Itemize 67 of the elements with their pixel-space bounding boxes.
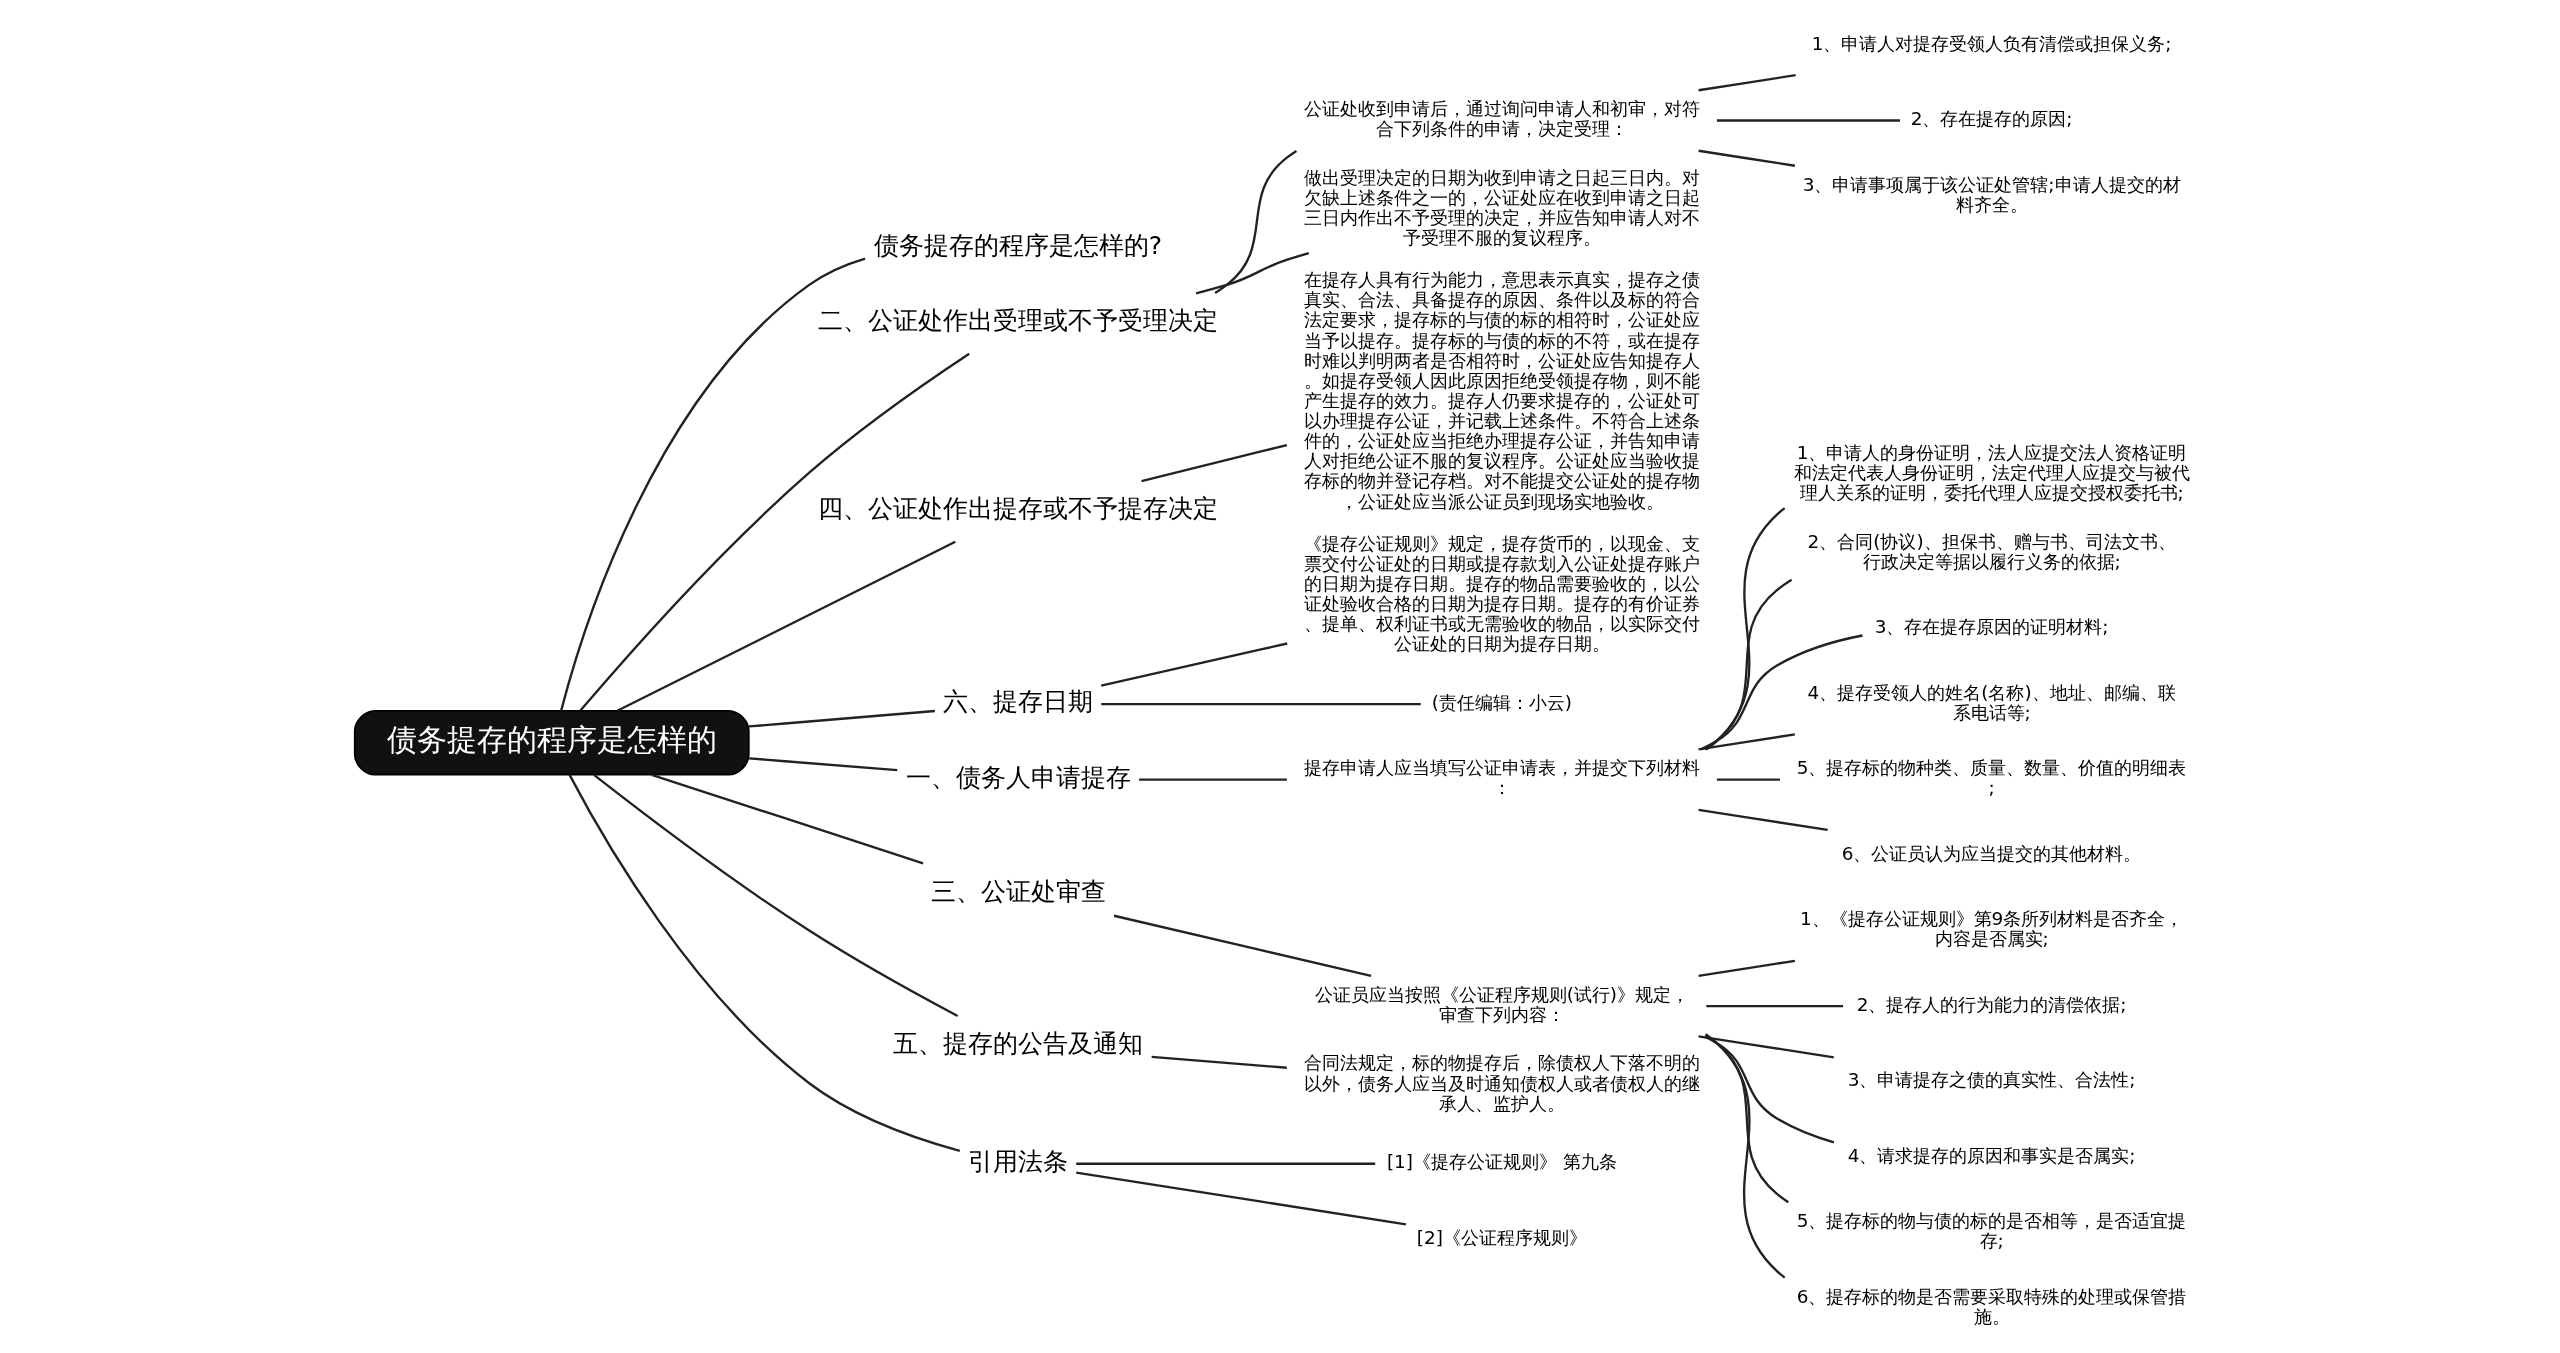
connector	[1697, 808, 1828, 832]
connector	[1075, 1162, 1375, 1165]
node-text: 债务提存的程序是怎样的?	[873, 230, 1162, 260]
connector	[1704, 1033, 1785, 1279]
node-text: 4、请求提存的原因和事实是否属实;	[1847, 1144, 2136, 1166]
connector	[1705, 1004, 1843, 1008]
node-text: [1]《提存公证规则》 第九条	[1386, 1151, 1617, 1173]
node-text: 提存申请人应当填写公证申请表，并提交下列材料：	[1303, 757, 1700, 799]
connector	[1100, 703, 1421, 706]
node-text: (责任编辑：小云)	[1431, 691, 1572, 713]
node-text: 四、公证处作出提存或不予提存决定	[817, 494, 1218, 524]
connector	[559, 257, 865, 712]
node-text: 六、提存日期	[942, 687, 1093, 717]
connector	[1140, 443, 1287, 483]
connector	[1697, 959, 1795, 977]
node-text: 引用法条	[967, 1146, 1068, 1176]
node-text: [2]《公证程序规则》	[1416, 1226, 1587, 1248]
connector	[616, 540, 956, 712]
node-text: 《提存公证规则》规定，提存货币的，以现金、支票交付公证处的日期或提存款划入公证处提存账户的日期为提存日期。提存的物品需要验收的，以公证处验收合格的日期为提存日期。提存的有价证券、提单、权利证书或无需验收的物品，以实际交付公证处的日期为提存日期。	[1303, 532, 1700, 655]
connector	[579, 352, 970, 712]
node-text: 二、公证处作出受理或不予受理决定	[817, 306, 1218, 336]
node-text: 5、提存标的物种类、质量、数量、价值的明细表;	[1796, 757, 2186, 799]
node-text: 3、申请提存之债的真实性、合法性;	[1847, 1069, 2136, 1091]
connector	[1697, 74, 1796, 92]
node-text: 1、申请人对提存受领人负有清偿或担保义务;	[1811, 32, 2172, 54]
node-text: 公证员应当按照《公证程序规则(试行)》规定，审查下列内容：	[1314, 983, 1689, 1025]
connector	[1138, 778, 1287, 781]
connector	[1113, 914, 1371, 977]
connector	[592, 774, 958, 1018]
node-text: 6、公证员认为应当提交的其他材料。	[1841, 842, 2141, 864]
node-text: 合同法规定，标的物提存后，除债权人下落不明的以外，债务人应当及时通知债权人或者债权人的继承人、监护人。	[1303, 1052, 1700, 1114]
node-text: 五、提存的公告及通知	[892, 1029, 1143, 1059]
connector	[1716, 778, 1780, 781]
node-text: 三、公证处审查	[930, 876, 1106, 906]
node-text: 做出受理决定的日期为收到申请之日起三日内。对欠缺上述条件之一的，公证处应在收到申请之日起三日内作出不予受理的决定，并应告知申请人对不予受理不服的复议程序。	[1303, 166, 1700, 249]
connector	[1213, 150, 1297, 294]
node-text: 3、申请事项属于该公证处管辖;申请人提交的材料齐全。	[1802, 173, 2181, 215]
node-text: 一、债务人申请提存	[905, 762, 1131, 792]
connector	[1195, 251, 1309, 295]
node-text: 在提存人具有行为能力，意思表示真实，提存之债真实、合法、具备提存的原因、条件以及标的符合法定要求，提存标的与债的标的相符时，公证处应当予以提存。提存标的与债的标的不符，或在提存时难以判明两者是否相符时，公证处应告知提存人。如提存受领人因此原因拒绝受领提存物，则不能产生提存的效力。提存人仍要求提存的，公证处可以办理提存公证，并记载上述条件。不符合上述条件的，公证处应当拒绝办理提存公证，并告知申请人对拒绝公证不服的复议程序。公证处应当验收提存标的物并登记存档。对不能提交公证处的提存物，公证处应当派公证员到现场实地验收。	[1303, 269, 1700, 512]
node-text: 1、申请人的身份证明，法人应提交法人资格证明和法定代表人身份证明，法定代理人应提交与被代理人关系的证明，委托代理人应提交授权委托书;	[1793, 441, 2190, 504]
connector	[650, 773, 923, 865]
connector	[1716, 119, 1900, 122]
node-text: 公证处收到申请后，通过询问申请人和初审，对符合下列条件的申请，决定受理：	[1303, 98, 1700, 140]
connector	[1151, 1055, 1287, 1069]
connector	[748, 757, 897, 772]
connector	[1697, 149, 1795, 167]
node-text: 5、提存标的物与债的标的是否相等，是否适宜提存;	[1796, 1210, 2186, 1252]
connector	[1700, 634, 1863, 751]
connector	[1704, 578, 1792, 751]
node-text: 3、存在提存原因的证明材料;	[1874, 616, 2109, 638]
node-text: 2、提存人的行为能力的清偿依据;	[1856, 993, 2127, 1015]
node-text: 6、提存标的物是否需要采取特殊的处理或保管措施。	[1796, 1285, 2186, 1327]
connector	[1704, 1034, 1789, 1204]
node-text: 4、提存受领人的姓名(名称)、地址、邮编、联系电话等;	[1807, 681, 2176, 723]
node-text: 1、《提存公证规则》第9条所列材料是否齐全，内容是否属实;	[1799, 908, 2183, 950]
node-box: 债务提存的程序是怎样的	[353, 710, 750, 776]
node-text: 2、存在提存的原因;	[1910, 108, 2073, 130]
node-text: 2、合同(协议)、担保书、赠与书、司法文书、行政决定等据以履行义务的依据;	[1807, 530, 2176, 572]
connector	[1705, 507, 1785, 751]
connector	[1697, 733, 1795, 751]
connector	[748, 709, 935, 728]
connector	[567, 774, 960, 1152]
connector	[1075, 1171, 1406, 1226]
connector	[1697, 1035, 1834, 1059]
connector	[1703, 1035, 1834, 1144]
connector	[1100, 642, 1287, 687]
